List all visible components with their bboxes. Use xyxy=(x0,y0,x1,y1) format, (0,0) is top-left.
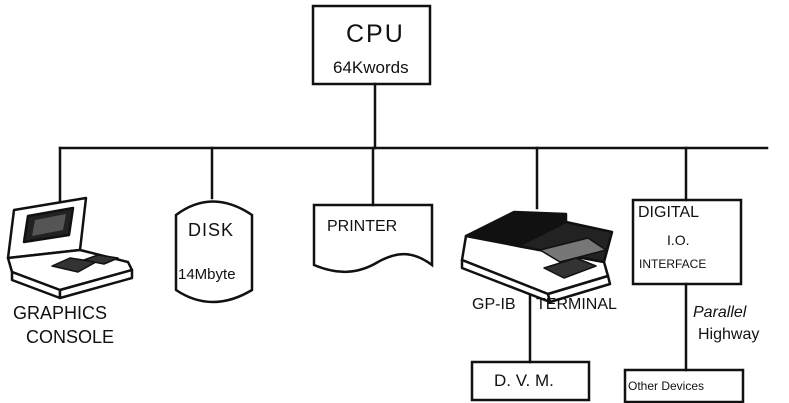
terminal-icon xyxy=(460,210,614,304)
cpu-title: CPU xyxy=(346,20,405,48)
digital-io-line3: INTERFACE xyxy=(639,257,707,271)
cpu-memory: 64Kwords xyxy=(333,58,409,77)
gpib-label: GP-IB xyxy=(472,296,516,313)
cpu-box xyxy=(311,4,432,86)
dvm-title: D. V. M. xyxy=(494,371,554,390)
printer-shape xyxy=(312,203,434,274)
disk-shape xyxy=(174,200,254,304)
graphics-console-icon xyxy=(6,196,134,300)
graphics-console-label-line2: CONSOLE xyxy=(26,327,115,347)
dvm-box xyxy=(470,360,591,402)
disk-capacity: 14Mbyte xyxy=(178,266,236,283)
other-devices-title: Other Devices xyxy=(628,379,705,393)
other-devices-box xyxy=(623,368,745,403)
disk-title: DISK xyxy=(188,220,235,240)
parallel-highway-line2: Highway xyxy=(698,326,760,343)
terminal-label: TERMINAL xyxy=(536,296,617,313)
digital-io-line2: I.O. xyxy=(667,232,690,248)
digital-io-line1: DIGITAL xyxy=(638,204,700,221)
graphics-console-label-line1: GRAPHICS xyxy=(13,303,108,323)
parallel-highway-line1: Parallel xyxy=(693,304,747,321)
printer-title: PRINTER xyxy=(327,218,398,235)
